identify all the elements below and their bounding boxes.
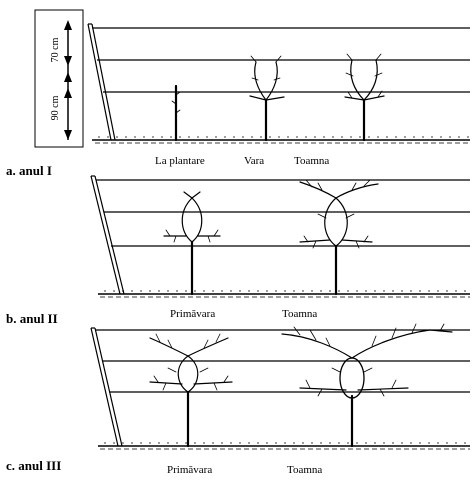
tree-spring — [163, 191, 221, 296]
stage-label: Primăvara — [170, 308, 215, 320]
post — [87, 23, 116, 141]
stage-label: La plantare — [155, 155, 205, 167]
tree-summer — [249, 55, 285, 142]
section-b-label: b. anul II — [6, 311, 58, 326]
stage-label: Toamna — [282, 308, 317, 320]
section-b: b. anul II Primăvara Toamna — [6, 175, 470, 326]
tree-autumn — [299, 179, 379, 296]
tree-spring — [149, 333, 233, 448]
section-c: c. anul III Primăvara Toamna — [6, 323, 470, 476]
ground — [98, 290, 470, 298]
stage-label: Toamna — [294, 155, 329, 167]
post — [90, 327, 123, 447]
dim-lower-label: 90 cm — [50, 95, 61, 120]
stage-label: Vara — [244, 155, 264, 167]
section-c-label: c. anul III — [6, 458, 61, 473]
section-a-label: a. anul I — [6, 163, 52, 178]
section-a: a. anul I La plantare Vara Toamna — [6, 23, 470, 178]
dim-upper-label: 70 cm — [50, 37, 61, 62]
stage-label: Toamna — [287, 464, 322, 476]
ground — [98, 442, 470, 450]
tree-autumn — [281, 323, 453, 448]
post — [90, 175, 125, 295]
dimension-box: 70 cm 90 cm — [34, 9, 84, 148]
ground — [92, 136, 470, 144]
stage-label: Primăvara — [167, 464, 212, 476]
tree-planting — [171, 84, 181, 142]
tree-autumn — [344, 53, 385, 142]
